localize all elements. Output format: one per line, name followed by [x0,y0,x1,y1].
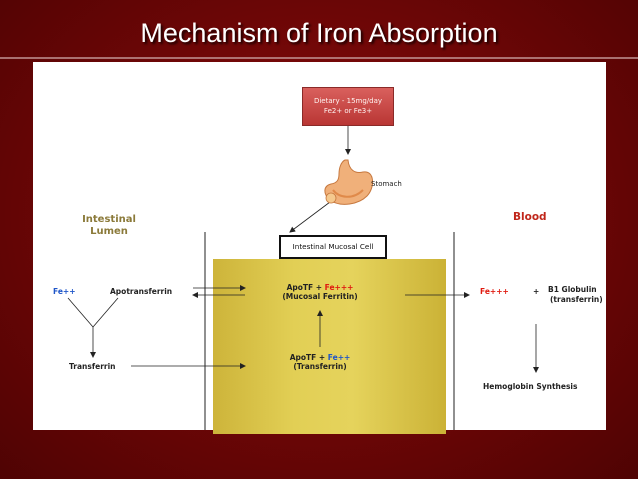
stomach-label: Stomach [371,180,402,188]
blood-plus-sign: + [533,287,540,296]
slide-title: Mechanism of Iron Absorption [140,18,498,48]
y-branch-left [67,297,94,328]
arrow-stomach-to-cell [289,201,331,233]
dietary-intake-box: Dietary - 15mg/day Fe2+ or Fe3+ [302,87,394,126]
dietary-iron-forms: Fe2+ or Fe3+ [323,107,373,115]
b1-transferrin-label: (transferrin) [550,295,603,304]
blood-fe3-label: Fe+++ [480,287,509,296]
mucosal-cell-label: Intestinal Mucosal Cell [279,235,387,259]
diagram-panel: Dietary - 15mg/day Fe2+ or Fe3+ Stomach … [33,62,606,434]
apotf-label-top: ApoTF + [286,283,323,292]
lumen-fe-label: Fe++ [53,287,76,296]
fe3-label-top: Fe+++ [324,283,354,292]
intestinal-lumen-heading: Intestinal Lumen [69,214,149,238]
transferrin-complex: ApoTF + Fe++ (Transferrin) [265,353,375,371]
transferrin-label: Transferrin [69,362,116,371]
b1-globulin-label: B1 Globulin [548,285,597,294]
mucosal-ferritin-complex: ApoTF + Fe+++ (Mucosal Ferritin) [265,283,375,301]
apotransferrin-label: Apotransferrin [110,287,173,296]
mucosal-ferritin-label: (Mucosal Ferritin) [282,292,358,301]
b1-globulin-group: B1 Globulin (transferrin) [548,285,603,305]
fe2-label-bottom: Fe++ [327,353,351,362]
intestinal-lumen-line2: Lumen [90,226,128,237]
diagram-connectors [67,126,539,430]
y-branch-right [92,297,119,328]
mucosal-cell-region [213,259,446,434]
intestinal-lumen-line1: Intestinal [82,214,136,225]
stomach-icon [324,159,373,205]
apotf-label-bottom: ApoTF + [289,353,326,362]
transferrin-sub-label: (Transferrin) [293,362,347,371]
blood-heading: Blood [513,211,547,223]
title-divider [0,57,638,59]
dietary-amount: Dietary - 15mg/day [313,97,383,105]
hemoglobin-synthesis-label: Hemoglobin Synthesis [483,382,578,391]
